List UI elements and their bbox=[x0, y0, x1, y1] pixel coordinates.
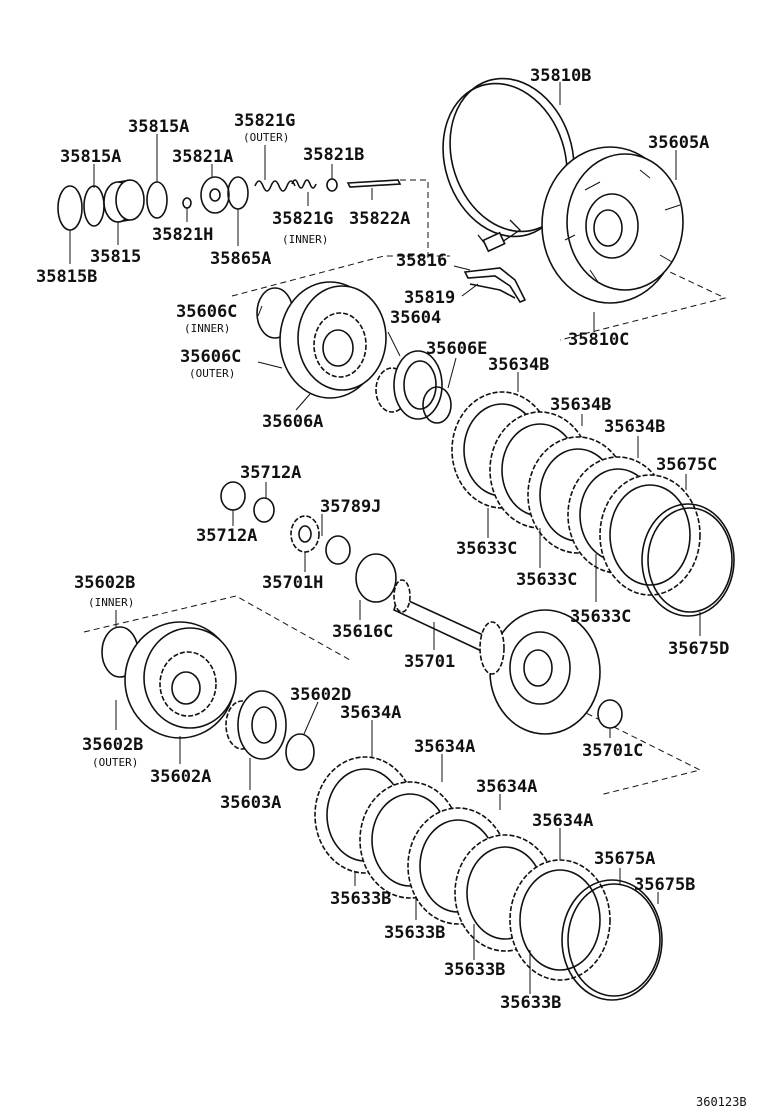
label-35602D: 35602D bbox=[290, 685, 351, 705]
label-35634B-2: 35634B bbox=[550, 395, 611, 415]
thrust-washers-middle bbox=[220, 481, 397, 603]
label-35633B-2: 35633B bbox=[384, 923, 445, 943]
clutch-pack-a-b bbox=[314, 756, 663, 1001]
label-35634A-4: 35634A bbox=[532, 811, 593, 831]
label-35634B-3: 35634B bbox=[604, 417, 665, 437]
label-35634B-1: 35634B bbox=[488, 355, 549, 375]
label-35633B-1: 35633B bbox=[330, 889, 391, 909]
label-35821G-outer-note: (OUTER) bbox=[243, 131, 289, 144]
label-35822A: 35822A bbox=[349, 209, 410, 229]
label-35675A: 35675A bbox=[594, 849, 655, 869]
label-35675C: 35675C bbox=[656, 455, 717, 475]
label-35789J: 35789J bbox=[320, 497, 381, 517]
label-35819: 35819 bbox=[404, 288, 455, 308]
leader-lines bbox=[69, 82, 701, 994]
label-35675D: 35675D bbox=[668, 639, 729, 659]
label-35821G-outer: 35821G bbox=[234, 111, 295, 131]
label-35616C: 35616C bbox=[332, 622, 393, 642]
label-35634A-3: 35634A bbox=[476, 777, 537, 797]
label-35606C-inner: 35606C bbox=[176, 302, 237, 322]
piston-35606A bbox=[256, 281, 387, 399]
label-35675B: 35675B bbox=[634, 875, 695, 895]
label-35821A: 35821A bbox=[172, 147, 233, 167]
label-35712A-2: 35712A bbox=[196, 526, 257, 546]
label-35865A: 35865A bbox=[210, 249, 271, 269]
label-35634A-1: 35634A bbox=[340, 703, 401, 723]
label-35815: 35815 bbox=[90, 247, 141, 267]
label-35633B-4: 35633B bbox=[500, 993, 561, 1013]
label-35606A: 35606A bbox=[262, 412, 323, 432]
label-35605A: 35605A bbox=[648, 133, 709, 153]
clutch-drum-35605A bbox=[541, 146, 684, 304]
one-way-clutch-35604 bbox=[375, 350, 452, 424]
label-35815B: 35815B bbox=[36, 267, 97, 287]
label-35602B-inner: 35602B bbox=[74, 573, 135, 593]
label-35604: 35604 bbox=[390, 308, 441, 328]
label-35606C-inner-note: (INNER) bbox=[184, 322, 230, 335]
piston-35602A bbox=[101, 621, 237, 739]
label-35633C-2: 35633C bbox=[516, 570, 577, 590]
label-35634A-2: 35634A bbox=[414, 737, 475, 757]
label-35606E: 35606E bbox=[426, 339, 487, 359]
label-35602B-inner-note: (INNER) bbox=[88, 596, 134, 609]
label-35810C: 35810C bbox=[568, 330, 629, 350]
label-35816: 35816 bbox=[396, 251, 447, 271]
label-35633C-1: 35633C bbox=[456, 539, 517, 559]
label-35810B: 35810B bbox=[530, 66, 591, 86]
band-strut-35819 bbox=[463, 267, 527, 303]
label-35633B-3: 35633B bbox=[444, 960, 505, 980]
label-35602B-outer-note: (OUTER) bbox=[92, 756, 138, 769]
label-35701H: 35701H bbox=[262, 573, 323, 593]
label-35815A: 35815A bbox=[60, 147, 121, 167]
part-labels: 35810B 35605A 35815A 35815A 35821G (OUTE… bbox=[36, 66, 747, 1109]
clutch-pack-b-c bbox=[451, 391, 735, 617]
label-35701: 35701 bbox=[404, 652, 455, 672]
label-35821G-inner: 35821G bbox=[272, 209, 333, 229]
label-35602A: 35602A bbox=[150, 767, 211, 787]
label-35701C: 35701C bbox=[582, 741, 643, 761]
figure-code: 360123B bbox=[696, 1095, 747, 1109]
label-35815A-upper: 35815A bbox=[128, 117, 189, 137]
label-35821G-inner-note: (INNER) bbox=[282, 233, 328, 246]
label-35821H: 35821H bbox=[152, 225, 213, 245]
label-35633C-3: 35633C bbox=[570, 607, 631, 627]
label-35603A: 35603A bbox=[220, 793, 281, 813]
label-35712A-1: 35712A bbox=[240, 463, 301, 483]
label-35606C-outer-note: (OUTER) bbox=[189, 367, 235, 380]
label-35606C-outer: 35606C bbox=[180, 347, 241, 367]
brake-band-35810B bbox=[442, 77, 575, 253]
label-35602B-outer: 35602B bbox=[82, 735, 143, 755]
label-35821B: 35821B bbox=[303, 145, 364, 165]
small-parts-top-left bbox=[57, 176, 402, 231]
one-way-clutch-35603A bbox=[225, 690, 315, 771]
